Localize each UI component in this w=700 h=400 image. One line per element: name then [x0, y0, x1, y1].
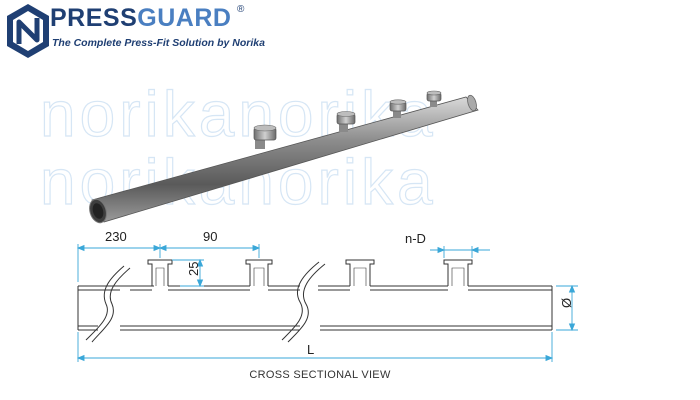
shield-logo-icon — [7, 4, 49, 58]
outlet-nut — [253, 124, 277, 149]
outlet-nut — [389, 99, 407, 118]
dim-pipe-diameter: Ø — [559, 298, 574, 308]
dim-outlet-height: 25 — [186, 262, 201, 276]
brand-name: PRESSGUARD — [50, 4, 231, 33]
dim-outlet-diameter: n-D — [405, 231, 426, 246]
dim-first-offset: 230 — [105, 229, 127, 244]
brand-name-guard: GUARD — [137, 4, 232, 32]
brand-logo — [4, 2, 264, 64]
registered-mark: ® — [237, 4, 245, 15]
brand-name-press: PRESS — [50, 4, 138, 32]
outlet-nut — [336, 111, 356, 132]
drawing-caption: CROSS SECTIONAL VIEW — [249, 369, 391, 381]
dimension-lines — [76, 244, 578, 362]
dim-spacing: 90 — [203, 229, 217, 244]
outlet-nut — [426, 90, 442, 107]
cross-section-drawing — [77, 259, 553, 343]
brand-tagline: The Complete Press-Fit Solution by Norik… — [52, 37, 265, 49]
dim-length: L — [307, 342, 314, 357]
pipe-photo — [89, 90, 479, 224]
